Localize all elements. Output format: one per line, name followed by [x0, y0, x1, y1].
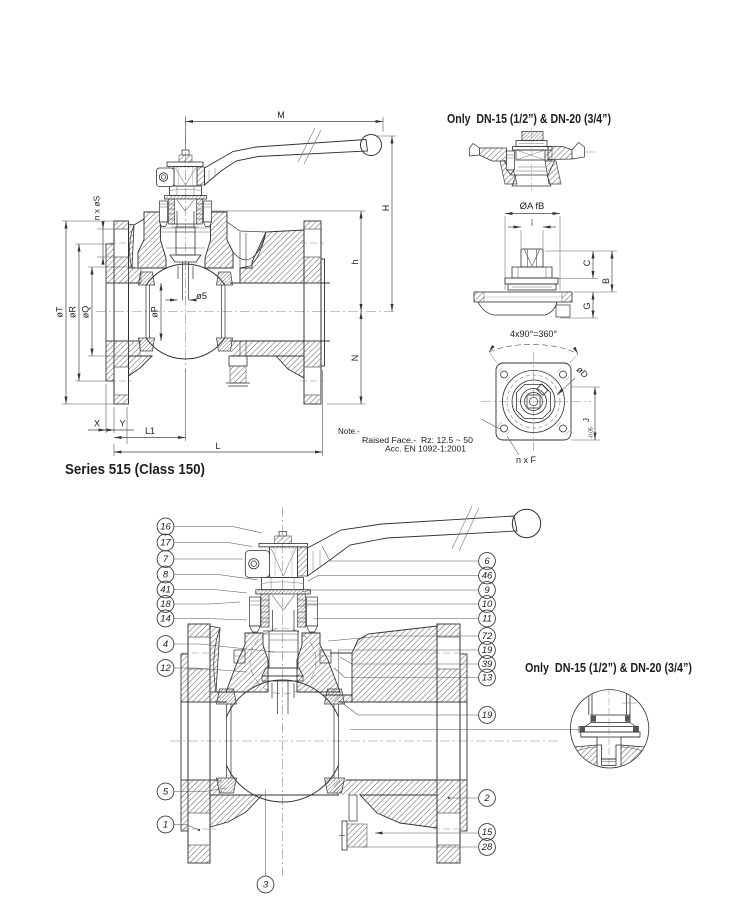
svg-text:28: 28: [481, 842, 493, 853]
svg-text:3: 3: [263, 880, 269, 891]
svg-text:11: 11: [482, 614, 492, 625]
svg-text:5: 5: [163, 787, 169, 798]
svg-text:øT: øT: [55, 306, 65, 317]
svg-text:1: 1: [163, 820, 168, 831]
svg-text:n x F: n x F: [516, 455, 537, 465]
svg-text:X: X: [94, 419, 100, 429]
svg-text:Only DN-15 (1/2”) & DN-20 (3/: Only DN-15 (1/2”) & DN-20 (3/4”): [525, 661, 692, 675]
svg-text:13: 13: [482, 673, 493, 684]
svg-text:-0.05: -0.05: [589, 427, 595, 439]
svg-text:øP: øP: [150, 306, 160, 318]
svg-text:19: 19: [482, 710, 493, 721]
svg-text:4: 4: [163, 639, 168, 650]
svg-text:Only DN-15 (1/2”) & DN-20 (3/: Only DN-15 (1/2”) & DN-20 (3/4”): [447, 112, 611, 126]
svg-text:ø5: ø5: [196, 291, 207, 302]
svg-text:øR: øR: [68, 306, 78, 318]
svg-text:8: 8: [163, 570, 169, 581]
svg-text:ØA fB: ØA fB: [520, 201, 545, 212]
svg-text:2: 2: [483, 793, 490, 804]
svg-text:18: 18: [160, 599, 171, 610]
svg-text:16: 16: [160, 522, 171, 533]
svg-text:12: 12: [160, 663, 171, 674]
svg-text:L: L: [215, 441, 220, 451]
svg-text:6: 6: [484, 556, 490, 567]
svg-text:h: h: [350, 259, 360, 264]
svg-text:46: 46: [482, 571, 493, 582]
svg-text:n x øS: n x øS: [92, 195, 102, 220]
svg-text:10: 10: [482, 599, 493, 610]
svg-text:N: N: [350, 355, 360, 362]
svg-text:9: 9: [484, 585, 490, 596]
svg-text:B: B: [601, 278, 611, 284]
svg-text:72: 72: [482, 631, 493, 642]
svg-text:M: M: [277, 110, 285, 120]
svg-text:H: H: [381, 205, 391, 212]
svg-text:Note.-: Note.-: [338, 427, 360, 436]
svg-text:41: 41: [160, 585, 171, 596]
svg-text:15: 15: [482, 827, 493, 838]
svg-text:Y: Y: [119, 419, 125, 429]
svg-text:39: 39: [482, 659, 493, 670]
svg-text:Acc. EN 1092-1:2001: Acc. EN 1092-1:2001: [385, 445, 467, 454]
svg-text:17: 17: [160, 538, 171, 549]
svg-text:7: 7: [163, 554, 169, 565]
svg-text:G: G: [582, 302, 592, 309]
svg-text:4x90°=360°: 4x90°=360°: [510, 329, 557, 339]
svg-text:Series 515 (Class 150): Series 515 (Class 150): [65, 462, 205, 478]
svg-text:C: C: [582, 259, 592, 266]
svg-text:L1: L1: [145, 426, 155, 436]
svg-text:19: 19: [482, 645, 493, 656]
svg-text:Raised Face.- Rz: 12.5 ~ 50: Raised Face.- Rz: 12.5 ~ 50: [362, 436, 474, 445]
svg-text:øQ: øQ: [81, 306, 91, 319]
svg-text:14: 14: [160, 614, 171, 625]
svg-text:J: J: [582, 418, 591, 422]
